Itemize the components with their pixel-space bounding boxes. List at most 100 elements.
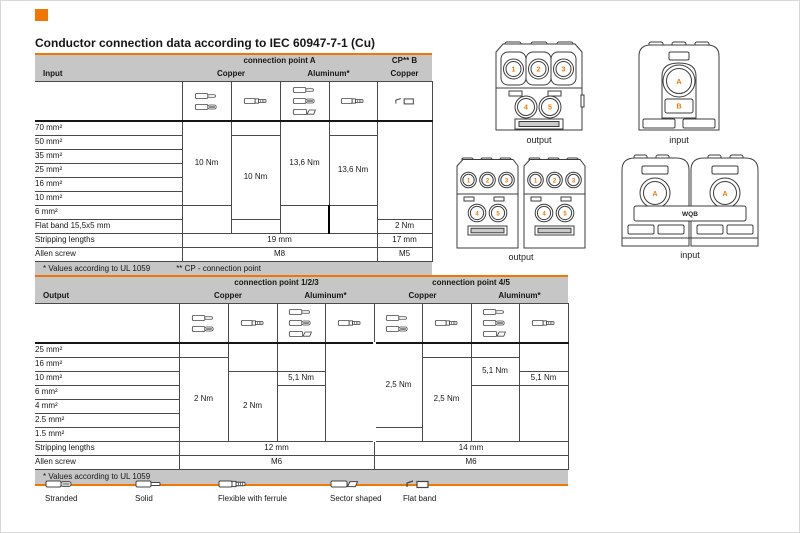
legend-item-flatband: Flat band bbox=[403, 478, 436, 503]
torque-cell: 5,1 Nm bbox=[518, 371, 569, 386]
table-input-connection-data: connection point A CP** B Input Copper A… bbox=[35, 53, 433, 278]
header-copper-a: Copper bbox=[182, 68, 280, 82]
port-label: 5 bbox=[496, 211, 500, 217]
empty-cell bbox=[279, 205, 330, 234]
empty-cell bbox=[227, 342, 278, 372]
row-label: 25 mm² bbox=[35, 163, 183, 178]
legend-item-stranded: Stranded bbox=[45, 478, 77, 503]
empty-cell bbox=[324, 342, 375, 442]
solid-icon bbox=[135, 480, 161, 488]
solid-icon bbox=[385, 314, 407, 321]
allen-screw-cell: M6 bbox=[373, 455, 569, 470]
torque-cell: 2 Nm bbox=[227, 371, 278, 442]
empty-cell bbox=[178, 342, 229, 358]
empty-cell bbox=[181, 205, 232, 234]
conductor-type-icons bbox=[178, 303, 229, 344]
ferrule-icon bbox=[243, 98, 266, 104]
row-label: 6 mm² bbox=[35, 205, 183, 220]
port-label: 5 bbox=[548, 105, 552, 112]
torque-cell: 5,1 Nm bbox=[470, 357, 520, 386]
conductor-type-icons bbox=[470, 303, 520, 344]
legend-label: Flexible with ferrule bbox=[218, 494, 287, 503]
table-output-connection-data: connection point 1/2/3 connection point … bbox=[35, 275, 569, 486]
row-label: 10 mm² bbox=[35, 371, 180, 386]
legend-label: Stranded bbox=[45, 494, 78, 503]
page-title: Conductor connection data according to I… bbox=[35, 36, 376, 50]
port-label: A bbox=[652, 191, 657, 198]
empty-cell bbox=[230, 219, 281, 234]
header-copper-123: Copper bbox=[179, 290, 277, 304]
empty-cell bbox=[470, 385, 520, 442]
header-spacer bbox=[35, 276, 179, 290]
sector-icon bbox=[330, 480, 358, 488]
port-label: 3 bbox=[562, 67, 566, 74]
port-label: 4 bbox=[524, 105, 528, 112]
torque-cell: 10 Nm bbox=[230, 135, 281, 220]
empty-cell bbox=[276, 385, 326, 442]
solid-icon bbox=[191, 314, 213, 321]
header-copper-b: Copper bbox=[377, 68, 433, 82]
conductor-type-icons bbox=[373, 303, 423, 344]
header-connection-point-45: connection point 4/5 bbox=[374, 276, 569, 290]
stripping-length-cell: 14 mm bbox=[373, 441, 569, 456]
diagram-output-single: 1 2 3 4 5 bbox=[493, 40, 585, 132]
legend-label: Solid bbox=[135, 494, 153, 503]
conductor-type-icons bbox=[518, 303, 569, 344]
row-label: 10 mm² bbox=[35, 191, 183, 206]
empty-cell bbox=[372, 427, 423, 442]
row-label: 35 mm² bbox=[35, 149, 183, 164]
footnote-cp: ** CP - connection point bbox=[176, 263, 261, 273]
flatband-icon bbox=[406, 480, 429, 489]
legend-item-sector: Sector shaped bbox=[330, 478, 382, 503]
conductor-type-icons bbox=[279, 81, 330, 122]
empty-cell bbox=[376, 120, 433, 220]
row-label: 4 mm² bbox=[35, 399, 180, 414]
ferrule-icon bbox=[337, 320, 360, 326]
row-label: 50 mm² bbox=[35, 135, 183, 150]
empty-cell bbox=[230, 120, 281, 136]
legend-item-solid: Solid bbox=[135, 478, 165, 503]
torque-cell: 2,5 Nm bbox=[372, 342, 423, 428]
torque-cell: 10 Nm bbox=[181, 120, 232, 206]
port-label: A bbox=[676, 77, 682, 86]
solid-icon bbox=[288, 309, 310, 315]
conductor-type-icons bbox=[230, 81, 281, 122]
stripping-length-cell: 19 mm bbox=[181, 233, 378, 248]
port-label: 5 bbox=[563, 211, 567, 217]
torque-cell: 13,6 Nm bbox=[328, 135, 378, 206]
footnote-ul: * Values according to UL 1059 bbox=[43, 263, 151, 273]
port-label: 1 bbox=[534, 178, 538, 184]
page-corner-mark bbox=[35, 9, 48, 21]
port-label: 1 bbox=[467, 178, 471, 184]
port-label: A bbox=[722, 191, 727, 198]
solid-icon bbox=[194, 92, 216, 99]
icon-row-spacer bbox=[35, 81, 183, 122]
torque-cell: 2,5 Nm bbox=[421, 357, 472, 442]
stripping-length-cell: 17 mm bbox=[376, 233, 433, 248]
port-label: 2 bbox=[486, 178, 490, 184]
port-label: 3 bbox=[505, 178, 509, 184]
header-aluminum-123: Aluminum* bbox=[277, 290, 375, 304]
flatband-icon bbox=[394, 98, 414, 105]
header-cp-b: CP** B bbox=[377, 54, 433, 68]
header-aluminum-45: Aluminum* bbox=[471, 290, 569, 304]
row-label: 1.5 mm² bbox=[35, 427, 180, 442]
port-label: B bbox=[676, 104, 681, 111]
conductor-type-icons bbox=[376, 81, 433, 122]
header-spacer bbox=[35, 54, 182, 68]
stranded-icon bbox=[45, 480, 72, 488]
diagram-input-double: A A WQB bbox=[620, 153, 760, 250]
header-connection-point-123: connection point 1/2/3 bbox=[179, 276, 375, 290]
conductor-type-icons bbox=[276, 303, 326, 344]
header-output: Output bbox=[35, 290, 179, 304]
stranded-icon bbox=[482, 320, 505, 326]
port-label: 1 bbox=[512, 67, 516, 74]
solid-icon bbox=[482, 309, 504, 315]
stranded-icon bbox=[194, 103, 217, 110]
sector-icon bbox=[288, 331, 312, 337]
header-copper-45: Copper bbox=[374, 290, 472, 304]
port-label: 3 bbox=[572, 178, 576, 184]
ferrule-icon bbox=[240, 320, 263, 326]
sector-icon bbox=[292, 109, 316, 115]
empty-cell bbox=[421, 342, 472, 358]
